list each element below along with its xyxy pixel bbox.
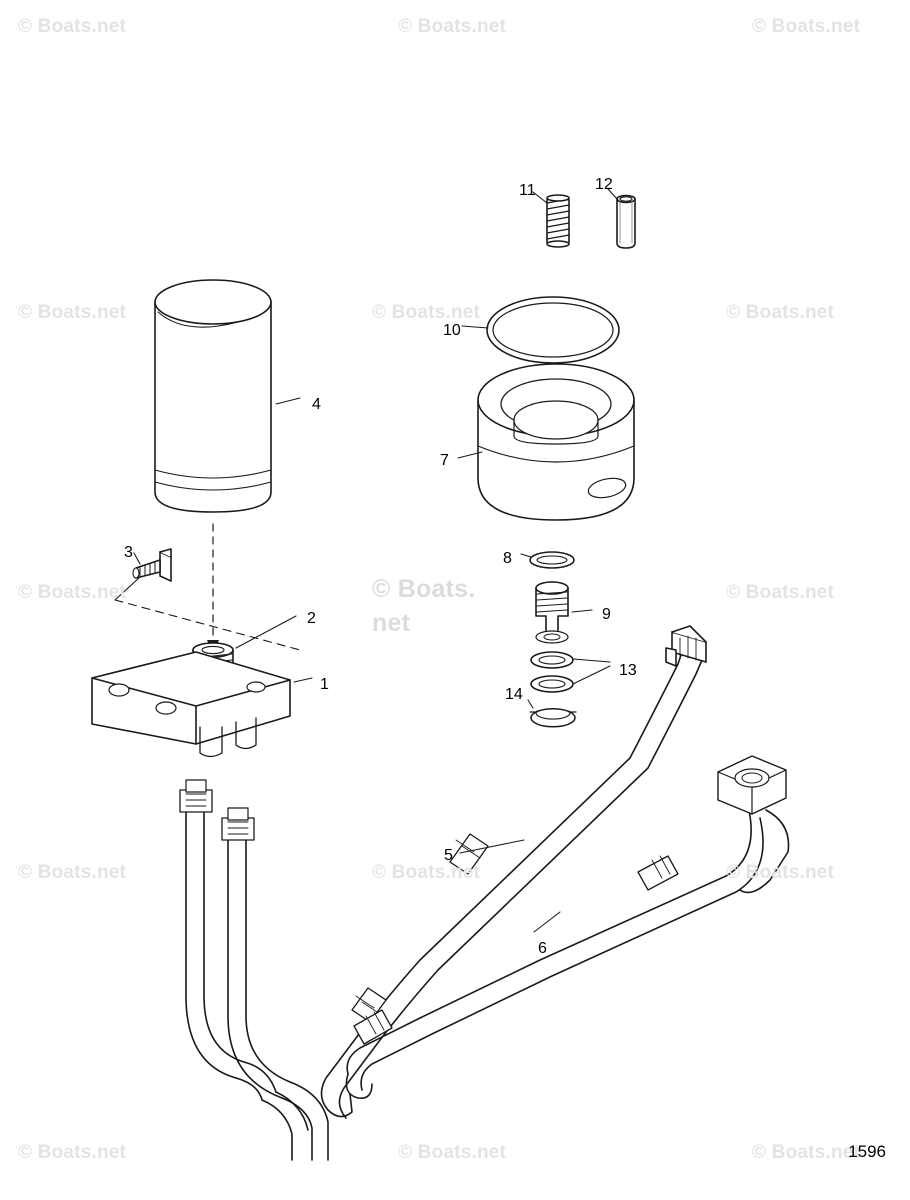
mounting-bolt-part — [132, 548, 172, 582]
watermark: © Boats.net — [726, 582, 835, 603]
callout-5: 5 — [444, 847, 453, 864]
oil-hose-upper-part — [320, 625, 707, 1119]
watermark: © Boats.net — [372, 302, 481, 323]
callout-8: 8 — [503, 550, 512, 567]
oil-filter-part — [154, 279, 272, 513]
callout-11: 11 — [519, 182, 536, 199]
callout-7: 7 — [440, 452, 449, 469]
watermark: © Boats.net — [18, 16, 127, 37]
watermark: © Boats.net — [398, 16, 507, 37]
callout-13: 13 — [619, 662, 637, 679]
callout-10: 10 — [443, 322, 461, 339]
watermark: © Boats.net — [752, 1142, 861, 1163]
watermark: © Boats.net — [18, 862, 127, 883]
watermark: © Boats.net — [398, 1142, 507, 1163]
left-hose-pair — [179, 779, 329, 1161]
watermark: © Boats.net — [18, 1142, 127, 1163]
oil-hose-lower-part — [345, 755, 787, 1100]
seal-washer-pair-part — [530, 651, 574, 693]
callout-12: 12 — [595, 176, 613, 193]
callout-14: 14 — [505, 686, 523, 703]
return-bend — [739, 809, 790, 894]
callout-2: 2 — [307, 610, 316, 627]
callout-4: 4 — [312, 396, 321, 413]
sleeve-bushing-part — [616, 194, 636, 249]
drawing-number: 1596 — [848, 1142, 886, 1161]
relief-valve-part — [535, 581, 569, 644]
watermark: © Boats.net — [752, 16, 861, 37]
watermark: © Boats.net — [372, 862, 481, 883]
callout-3: 3 — [124, 544, 133, 561]
cooler-housing-part — [477, 363, 635, 521]
o-ring-large-part — [486, 296, 620, 364]
watermark: © Boats.net — [726, 862, 835, 883]
watermark: © Boats.net — [726, 302, 835, 323]
snap-ring-part — [529, 708, 577, 728]
watermark: © Boats.net — [18, 302, 127, 323]
callout-9: 9 — [602, 606, 611, 623]
callout-1: 1 — [320, 676, 329, 693]
callout-6: 6 — [538, 940, 547, 957]
o-ring-small-part — [529, 551, 575, 569]
coil-spring-part — [546, 194, 570, 248]
filter-mount-bracket-part — [91, 651, 291, 758]
watermark: © Boats.net — [372, 575, 476, 637]
watermark: © Boats.net — [18, 582, 127, 603]
